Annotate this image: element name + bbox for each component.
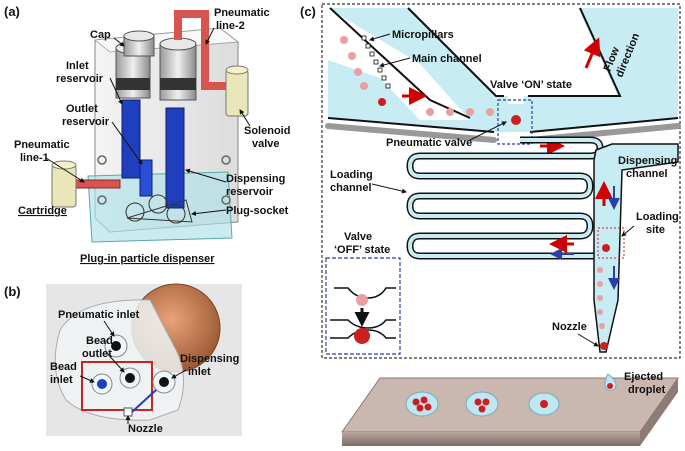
label-micropillars: Micropillars bbox=[392, 29, 454, 41]
solenoid-valve bbox=[225, 65, 249, 117]
label-inlet-reservoir-l2: reservoir bbox=[56, 73, 104, 85]
panel-a-label: (a) bbox=[4, 4, 20, 19]
valve-on-box bbox=[497, 99, 533, 145]
plug-socket-details bbox=[125, 194, 193, 224]
bead-red-main bbox=[378, 98, 386, 106]
label-solenoid-valve-l2: valve bbox=[252, 138, 280, 150]
label-cap: Cap bbox=[90, 29, 111, 41]
label-cartridge: Cartridge bbox=[18, 205, 67, 217]
label-pneumatic-line-2-l1: Pneumatic bbox=[214, 7, 270, 19]
micropillars bbox=[361, 35, 391, 89]
label-bead-inlet-l2: inlet bbox=[50, 374, 73, 386]
label-bead-outlet-l1: Bead bbox=[86, 335, 113, 347]
droplet-1 bbox=[405, 391, 439, 417]
label-plug-socket: Plug-socket bbox=[226, 205, 289, 217]
loading-channel bbox=[407, 138, 603, 258]
inlet-reservoir-tube bbox=[121, 99, 141, 179]
loading-site-box bbox=[597, 227, 625, 259]
label-dispensing-channel-l1: Dispensing bbox=[618, 155, 677, 167]
label-dispensing-inlet-l2: inlet bbox=[188, 366, 211, 378]
dispensing-reservoir-tube bbox=[165, 107, 185, 209]
droplet-3 bbox=[528, 392, 560, 416]
cap-right bbox=[159, 37, 197, 101]
label-dispensing-reservoir-l2: reservoir bbox=[226, 186, 274, 198]
label-pneumatic-line-1-l1: Pneumatic bbox=[14, 139, 70, 151]
label-bead-outlet-l2: outlet bbox=[82, 348, 112, 360]
label-pneumatic-inlet: Pneumatic inlet bbox=[58, 309, 140, 321]
main-channel-fill bbox=[328, 8, 678, 132]
label-outlet-reservoir-l2: reservoir bbox=[62, 116, 110, 128]
panel-c-label: (c) bbox=[300, 4, 316, 19]
label-valve-off-l2: ‘OFF’ state bbox=[334, 244, 390, 256]
label-pneumatic-line-1-l2: line-1 bbox=[20, 152, 49, 164]
flow-direction-arrow bbox=[583, 37, 601, 69]
label-plug-in-dispenser: Plug-in particle dispenser bbox=[80, 253, 215, 265]
nozzle-tip bbox=[123, 407, 133, 417]
label-loading-site-l2: site bbox=[646, 224, 665, 236]
label-loading-channel-l1: Loading bbox=[330, 169, 373, 181]
panel-a: (a) bbox=[4, 4, 290, 265]
label-outlet-reservoir-l1: Outlet bbox=[66, 103, 98, 115]
label-bead-inlet-l1: Bead bbox=[50, 361, 77, 373]
label-loading-site-l1: Loading bbox=[636, 211, 679, 223]
label-nozzle-b: Nozzle bbox=[128, 423, 163, 435]
substrate: Ejected droplet bbox=[341, 371, 679, 446]
label-dispensing-reservoir-l1: Dispensing bbox=[226, 173, 285, 185]
bead-at-valve bbox=[511, 115, 521, 125]
cartridge bbox=[51, 160, 77, 208]
beads-dispensing bbox=[597, 267, 605, 329]
label-inlet-reservoir-l1: Inlet bbox=[66, 60, 89, 72]
label-valve-on: Valve ‘ON’ state bbox=[490, 79, 572, 91]
substrate-side bbox=[640, 378, 678, 446]
label-ejected-droplet-l2: droplet bbox=[628, 384, 666, 396]
outlet-reservoir-tube bbox=[139, 159, 153, 197]
label-dispensing-inlet-l1: Dispensing bbox=[180, 353, 239, 365]
panel-b-label: (b) bbox=[4, 284, 21, 299]
label-ejected-droplet-l1: Ejected bbox=[624, 371, 663, 383]
cap-middle bbox=[123, 30, 155, 57]
substrate-front bbox=[342, 432, 640, 446]
pneumatic-line-2-tube bbox=[174, 10, 232, 90]
panel-c: (c) bbox=[300, 3, 681, 359]
droplet-2 bbox=[465, 391, 499, 417]
label-main-channel: Main channel bbox=[412, 53, 482, 65]
label-nozzle-c: Nozzle bbox=[552, 321, 587, 333]
label-loading-channel-l2: channel bbox=[330, 182, 372, 194]
label-pneumatic-valve: Pneumatic valve bbox=[386, 137, 472, 149]
label-pneumatic-line-2-l2: line-2 bbox=[216, 20, 245, 32]
chip-outline-red bbox=[81, 361, 153, 411]
label-valve-off-l1: Valve bbox=[344, 231, 372, 243]
beads-main bbox=[340, 36, 494, 116]
label-solenoid-valve-l1: Solenoid bbox=[244, 125, 290, 137]
screws bbox=[97, 155, 231, 205]
label-dispensing-channel-l2: channel bbox=[626, 168, 668, 180]
ejected-droplet bbox=[604, 373, 617, 391]
panel-b: (b) Pneumatic inlet Bead outlet Bead inl… bbox=[4, 283, 242, 436]
